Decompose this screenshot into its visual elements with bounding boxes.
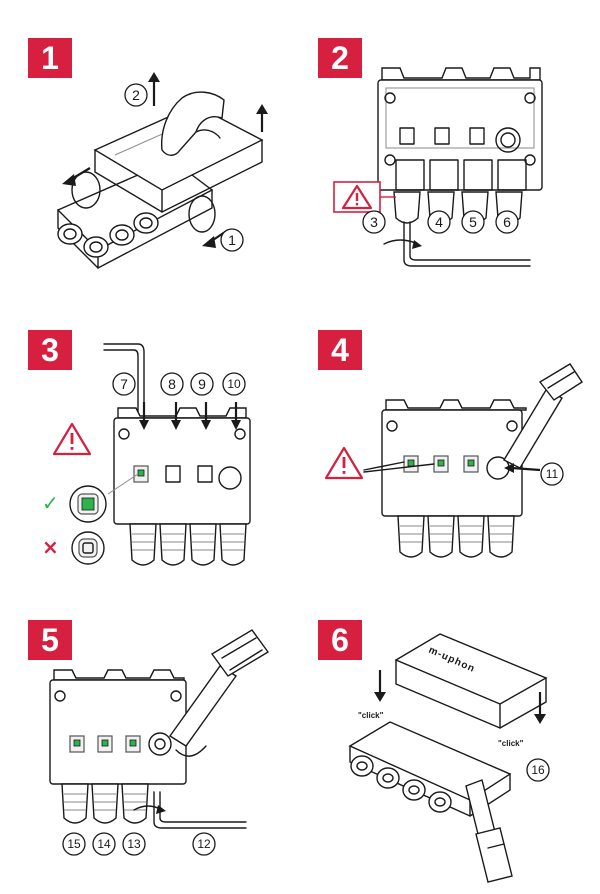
connector-plug [503, 363, 583, 469]
label-13: 13 [122, 832, 146, 856]
hand [161, 91, 225, 156]
label-4: 4 [427, 210, 451, 234]
incorrect-seal-detail [71, 531, 105, 565]
label-10: 10 [222, 372, 246, 396]
label-11: 11 [540, 462, 564, 486]
cross-icon: × [42, 535, 59, 559]
label-15: 15 [62, 832, 86, 856]
warning-icon [324, 446, 364, 480]
svg-text:3: 3 [370, 214, 378, 230]
right-latch [188, 195, 216, 233]
label-12: 12 [192, 832, 216, 856]
label-8: 8 [160, 372, 184, 396]
label-6: 6 [495, 210, 519, 234]
step-6-badge: 6 [318, 620, 362, 660]
step-2-illustration: 3 4 5 6 [333, 67, 543, 267]
label-7: 7 [112, 372, 136, 396]
svg-text:15: 15 [67, 837, 81, 851]
label-14: 14 [92, 832, 116, 856]
svg-text:9: 9 [198, 376, 206, 392]
housing-cover: m-uphon [394, 633, 548, 729]
label-16: 16 [526, 758, 550, 782]
svg-text:8: 8 [168, 376, 176, 392]
check-icon: ✓ [42, 491, 59, 515]
connector-plug [465, 779, 513, 883]
click-label-left: "click" [358, 711, 384, 720]
click-label-right: "click" [498, 739, 524, 748]
cable-glands [57, 212, 159, 258]
svg-text:13: 13 [127, 837, 141, 851]
warning-icon [52, 422, 92, 456]
svg-text:6: 6 [503, 214, 511, 230]
label-3: 3 [362, 210, 386, 234]
svg-text:12: 12 [197, 837, 211, 851]
step-3-illustration: ✓ × 7 8 9 10 [42, 343, 251, 566]
step-6-panel: 6 m-uphon "click" "click" 1 [300, 596, 600, 894]
label-1: 1 [220, 228, 244, 252]
left-latch [71, 171, 101, 209]
step-3-panel: 3 [0, 298, 300, 596]
step-3-badge: 3 [28, 330, 72, 370]
step-6-illustration: m-uphon "click" "click" 16 [348, 633, 550, 883]
step-5-badge: 5 [28, 620, 72, 660]
step-4-panel: 4 [300, 298, 600, 596]
svg-text:7: 7 [120, 376, 128, 392]
label-2: 2 [124, 83, 148, 107]
svg-text:14: 14 [97, 837, 111, 851]
step-1-badge: 1 [28, 38, 72, 78]
step-4-badge: 4 [318, 330, 362, 370]
svg-text:10: 10 [227, 377, 241, 391]
svg-text:16: 16 [531, 763, 545, 777]
step-1-illustration: 2 1 [56, 72, 268, 269]
svg-text:1: 1 [228, 232, 236, 248]
svg-text:5: 5 [469, 214, 477, 230]
correct-seal-detail [69, 485, 107, 523]
svg-text:4: 4 [435, 214, 443, 230]
step-1-panel: 1 [0, 0, 300, 298]
warning-icon [333, 181, 396, 213]
step-2-badge: 2 [318, 38, 362, 78]
svg-text:2: 2 [132, 87, 140, 103]
svg-text:11: 11 [546, 467, 559, 481]
step-5-panel: 5 15 14 13 12 [0, 596, 300, 894]
step-5-illustration: 15 14 13 12 [49, 629, 270, 856]
step-2-panel: 2 [300, 0, 600, 298]
label-5: 5 [461, 210, 485, 234]
connector-plug [168, 629, 270, 757]
label-9: 9 [190, 372, 214, 396]
step-4-illustration: 11 [324, 363, 583, 558]
